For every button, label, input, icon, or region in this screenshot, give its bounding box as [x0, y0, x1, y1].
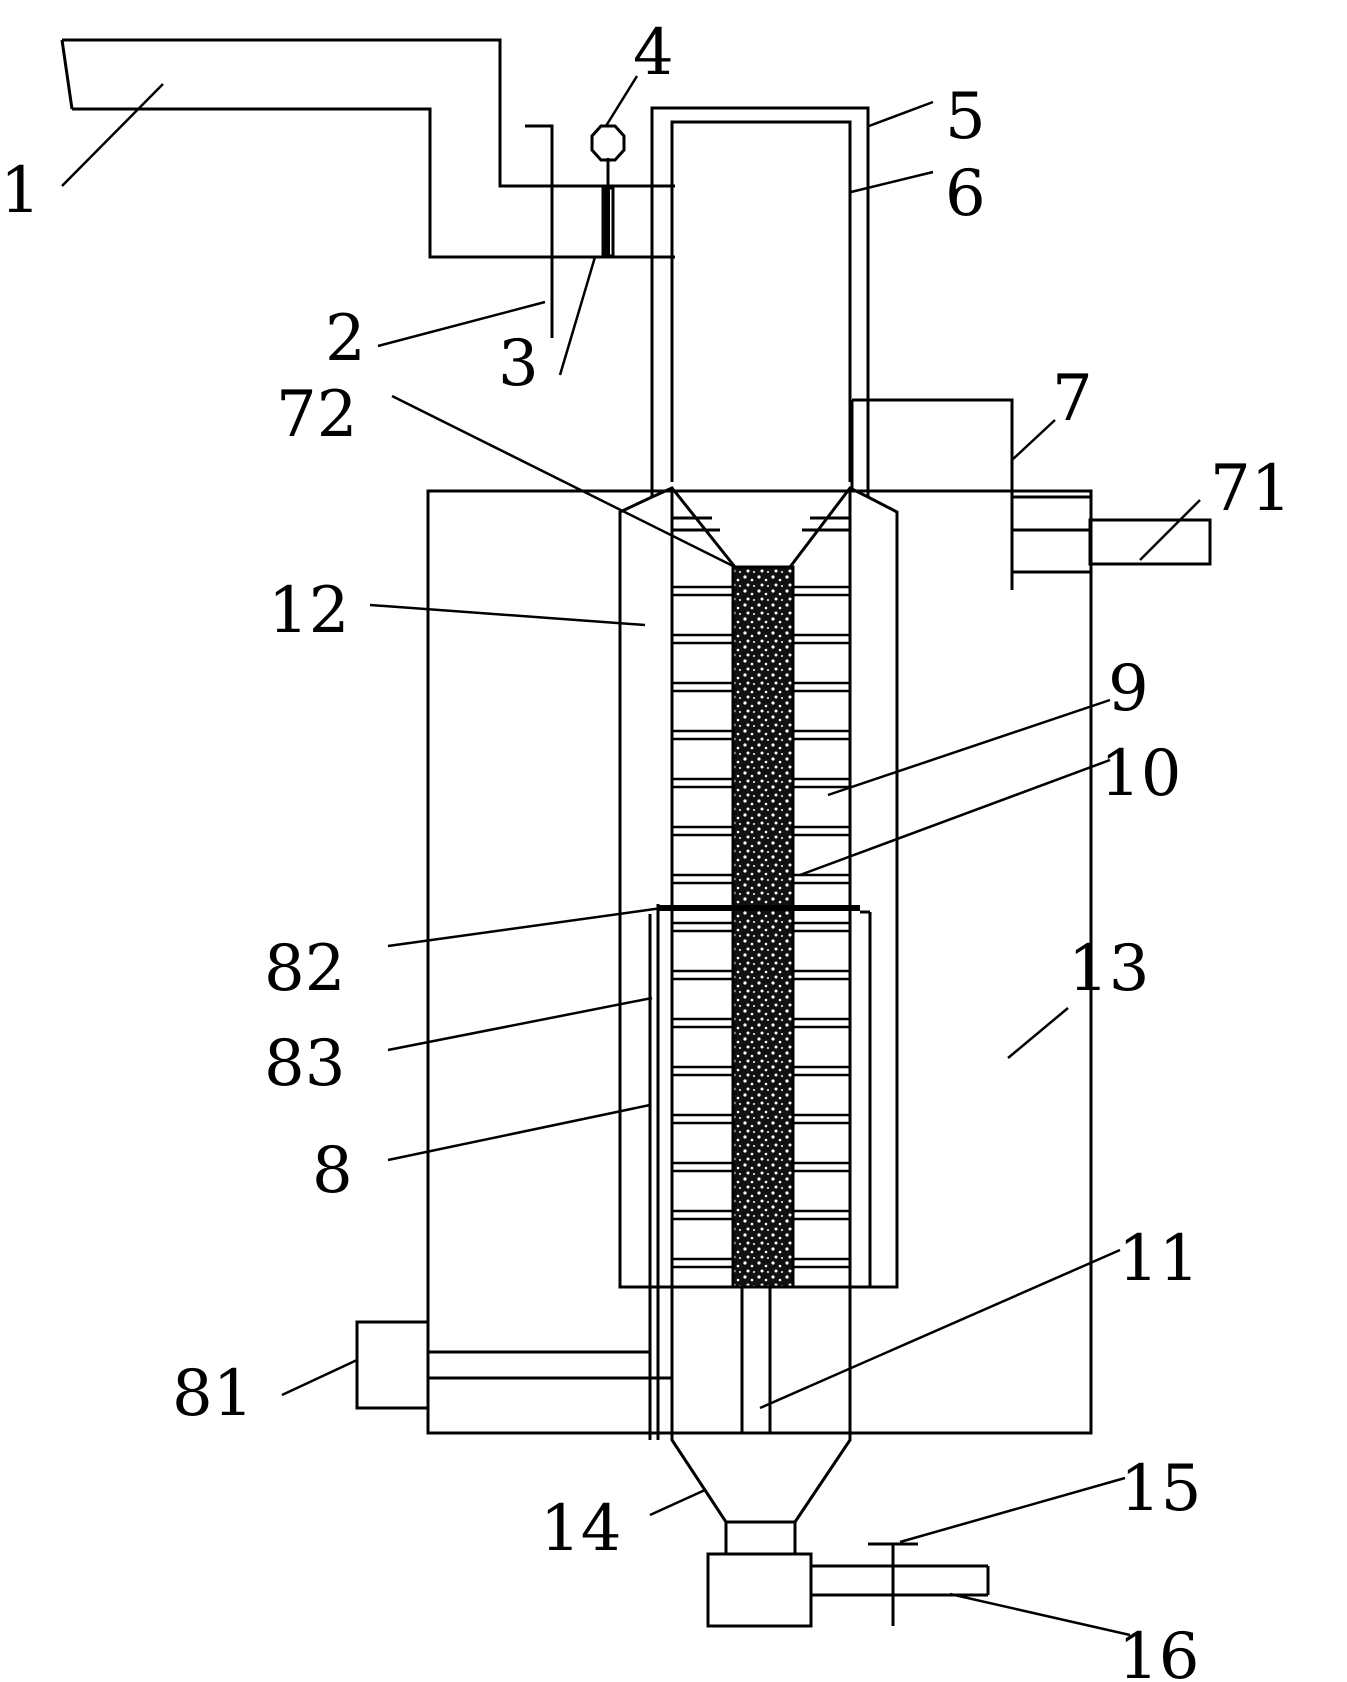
label-2: 2	[325, 302, 366, 376]
bottom-tubes	[650, 1287, 870, 1435]
label-9: 9	[1108, 652, 1149, 726]
upper-tube	[650, 106, 870, 497]
feed-pipe	[60, 38, 675, 259]
label-3: 3	[498, 327, 539, 401]
funnel-top	[651, 486, 869, 568]
label-71: 71	[1210, 452, 1291, 526]
label-12: 12	[268, 574, 349, 648]
label-7: 7	[1052, 362, 1093, 436]
side-outlet	[1088, 518, 1212, 566]
shelf-racks	[672, 585, 850, 1269]
label-82: 82	[264, 932, 345, 1006]
label-15: 15	[1120, 1452, 1201, 1526]
leader-lines	[61, 75, 1201, 1637]
label-81: 81	[172, 1357, 253, 1431]
label-4: 4	[633, 16, 674, 90]
discharge-assembly	[706, 1542, 990, 1628]
label-83: 83	[264, 1027, 345, 1101]
rack-walls	[670, 567, 852, 1287]
label-1: 1	[0, 154, 41, 228]
label-14: 14	[540, 1492, 621, 1566]
label-6: 6	[945, 157, 986, 231]
valve-assembly	[525, 124, 626, 338]
label-11: 11	[1118, 1222, 1199, 1296]
label-13: 13	[1068, 932, 1149, 1006]
label-8: 8	[312, 1134, 353, 1208]
granular-column	[731, 565, 795, 1289]
label-5: 5	[945, 80, 986, 154]
label-72: 72	[276, 378, 357, 452]
label-10: 10	[1100, 737, 1181, 811]
connector-box	[355, 1320, 674, 1440]
label-16: 16	[1118, 1620, 1199, 1682]
valve-handle-icon	[590, 124, 626, 162]
side-duct	[850, 398, 1212, 590]
callout-labels: 1 2 3 4 5 6 72 7 71 12 9 10 82 13 83 8 1…	[0, 16, 1291, 1682]
